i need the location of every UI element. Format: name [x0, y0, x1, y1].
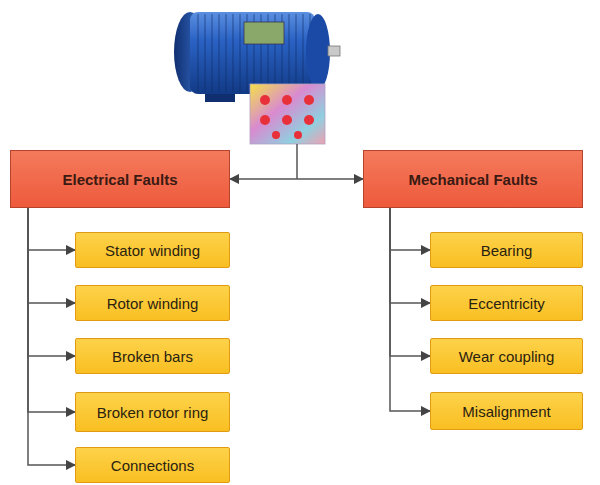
node-label: Broken bars — [112, 348, 193, 365]
connector — [28, 208, 75, 356]
motor-shaft — [328, 46, 340, 56]
fault-box: Eccentricity — [430, 285, 583, 321]
node-label: Broken rotor ring — [97, 404, 209, 421]
fault-box: Broken bars — [75, 338, 230, 374]
connector — [28, 208, 75, 465]
nameplate — [244, 22, 284, 44]
motor-body — [190, 12, 315, 94]
fault-box: Wear coupling — [430, 338, 583, 374]
node-label: Misalignment — [462, 403, 550, 420]
cooling-fins — [198, 14, 310, 92]
motor-front-cap — [306, 14, 330, 90]
category-box: Electrical Faults — [10, 150, 230, 208]
connector — [390, 208, 430, 303]
fault-box: Stator winding — [75, 232, 230, 268]
node-label: Electrical Faults — [62, 171, 177, 188]
connector — [390, 208, 430, 411]
node-label: Stator winding — [105, 242, 200, 259]
connector — [28, 208, 75, 303]
category-box: Mechanical Faults — [363, 150, 583, 208]
fault-box: Rotor winding — [75, 285, 230, 321]
connector — [230, 178, 363, 180]
node-label: Eccentricity — [468, 295, 545, 312]
connector — [28, 208, 75, 412]
terminal-hot-spots — [260, 95, 314, 139]
node-label: Bearing — [481, 242, 533, 259]
connector — [28, 208, 75, 250]
stem-line — [296, 144, 298, 179]
node-label: Wear coupling — [459, 348, 555, 365]
node-label: Connections — [111, 457, 194, 474]
thermal-terminal-box — [250, 84, 325, 144]
node-label: Rotor winding — [107, 295, 199, 312]
fault-box: Bearing — [430, 232, 583, 268]
fault-box: Broken rotor ring — [75, 392, 230, 432]
fault-box: Misalignment — [430, 392, 583, 430]
fault-box: Connections — [75, 447, 230, 483]
node-label: Mechanical Faults — [408, 171, 537, 188]
connector — [390, 208, 430, 356]
connector — [390, 208, 430, 250]
